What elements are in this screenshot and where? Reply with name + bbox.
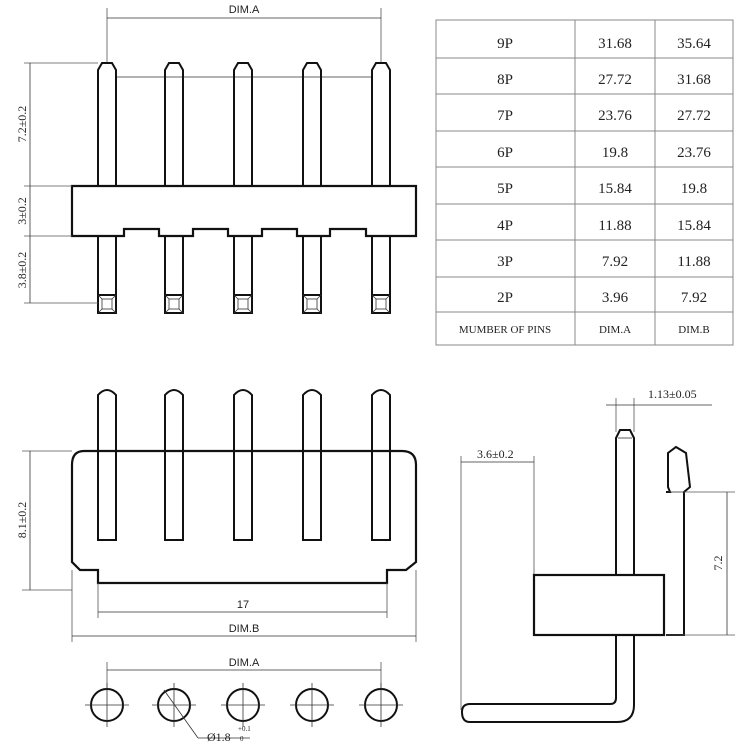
table-cell-pins: 2P <box>497 290 513 306</box>
top-pin-5 <box>371 62 391 314</box>
hole-4 <box>290 683 334 727</box>
hole-pattern: DIM.A Ø1.8 +0.1 0 <box>85 657 403 744</box>
side-height-dimension: 7.2 <box>666 491 735 636</box>
table-header-dim-b: DIM.B <box>678 324 709 336</box>
body-height-label: 3±0.2 <box>15 197 29 225</box>
table-row: 7P 23.76 27.72 <box>497 108 711 124</box>
table-cell-dim-a: 7.92 <box>602 254 628 270</box>
top-pin-4 <box>302 62 322 314</box>
inner-width-label: 17 <box>237 599 249 611</box>
top-header-body <box>70 184 418 238</box>
housing-height-dimension: 8.1±0.2 <box>15 450 72 591</box>
table-cell-dim-a: 27.72 <box>598 72 632 88</box>
front-pin-2 <box>164 389 184 541</box>
table-header-row: MUMBER OF PINS DIM.A DIM.B <box>459 324 710 336</box>
table-cell-dim-a: 23.76 <box>598 108 632 124</box>
table-row: 6P 19.8 23.76 <box>497 145 711 161</box>
table-cell-pins: 6P <box>497 145 513 161</box>
table-cell-dim-b: 7.92 <box>681 290 707 306</box>
table-row: 4P 11.88 15.84 <box>497 218 711 234</box>
offset-dimension: 3.6±0.2 <box>460 447 535 710</box>
table-cell-dim-a: 19.8 <box>602 145 628 161</box>
table-row: 8P 27.72 31.68 <box>497 72 711 88</box>
top-pin-2 <box>164 62 184 314</box>
front-housing <box>70 449 418 585</box>
dim-b-label: DIM.B <box>229 623 260 635</box>
front-pin-5 <box>371 389 391 541</box>
top-pin-3 <box>233 62 253 314</box>
hole-dim-a-label: DIM.A <box>229 657 260 669</box>
table-cell-dim-b: 31.68 <box>677 72 711 88</box>
top-dim-a: DIM.A <box>106 4 382 62</box>
inner-width-dimension: 17 <box>97 583 388 618</box>
top-pin-1 <box>97 62 117 314</box>
top-dim-a-label: DIM.A <box>229 4 260 16</box>
hole-1 <box>85 683 129 727</box>
table-cell-pins: 8P <box>497 72 513 88</box>
table-cell-dim-b: 19.8 <box>681 181 707 197</box>
housing-height-label: 8.1±0.2 <box>15 502 29 539</box>
table-cell-dim-b: 27.72 <box>677 108 711 124</box>
hole-5 <box>359 683 403 727</box>
hole-diameter-label: Ø1.8 <box>207 730 231 744</box>
table-cell-pins: 4P <box>497 218 513 234</box>
table-cell-pins: 3P <box>497 254 513 270</box>
side-pin <box>460 429 635 723</box>
front-pin-4 <box>302 389 322 541</box>
table-row: 3P 7.92 11.88 <box>497 254 711 270</box>
table-cell-dim-b: 35.64 <box>677 36 711 52</box>
top-left-dimensions: 7.2±0.2 3±0.2 3.8±0.2 <box>15 62 98 304</box>
table-row: 9P 31.68 35.64 <box>497 36 711 52</box>
table-cell-pins: 5P <box>497 181 513 197</box>
offset-label: 3.6±0.2 <box>477 447 514 461</box>
hole-tolerance-upper: +0.1 <box>238 725 251 733</box>
front-view: 8.1±0.2 17 DIM.B <box>15 389 418 642</box>
table-cell-dim-b: 11.88 <box>677 254 710 270</box>
hole-diameter-callout: Ø1.8 +0.1 0 <box>163 689 251 744</box>
pin-width-dimension: 1.13±0.05 <box>606 387 712 432</box>
dimension-table: 9P 31.68 35.64 8P 27.72 31.68 7P 23.76 2… <box>435 19 734 346</box>
table-cell-dim-a: 3.96 <box>602 290 629 306</box>
hole-tolerance-lower: 0 <box>240 735 244 743</box>
side-housing <box>532 573 666 637</box>
side-wall <box>666 445 692 636</box>
pin-width-label: 1.13±0.05 <box>648 387 697 401</box>
table-cell-dim-a: 11.88 <box>598 218 631 234</box>
table-cell-dim-b: 15.84 <box>677 218 711 234</box>
table-cell-dim-a: 31.68 <box>598 36 632 52</box>
table-cell-dim-b: 23.76 <box>677 145 711 161</box>
table-cell-dim-a: 15.84 <box>598 181 632 197</box>
dim-b-dimension: DIM.B <box>71 570 417 642</box>
table-row: 2P 3.96 7.92 <box>497 290 707 306</box>
front-pin-1 <box>97 389 117 541</box>
pin-height-label: 7.2±0.2 <box>15 106 29 143</box>
hole-dim-a: DIM.A <box>106 657 382 690</box>
table-cell-pins: 9P <box>497 36 513 52</box>
side-height-label: 7.2 <box>711 556 725 571</box>
hole-3 <box>221 683 265 727</box>
table-header-pins: MUMBER OF PINS <box>459 324 551 336</box>
table-cell-pins: 7P <box>497 108 513 124</box>
top-view: DIM.A <box>15 4 418 314</box>
front-pin-3 <box>233 389 253 541</box>
hole-2 <box>152 683 196 727</box>
side-view: 1.13±0.05 3.6±0.2 7.2 <box>460 387 735 723</box>
tail-height-label: 3.8±0.2 <box>15 252 29 289</box>
table-row: 5P 15.84 19.8 <box>497 181 707 197</box>
table-header-dim-a: DIM.A <box>599 324 631 336</box>
